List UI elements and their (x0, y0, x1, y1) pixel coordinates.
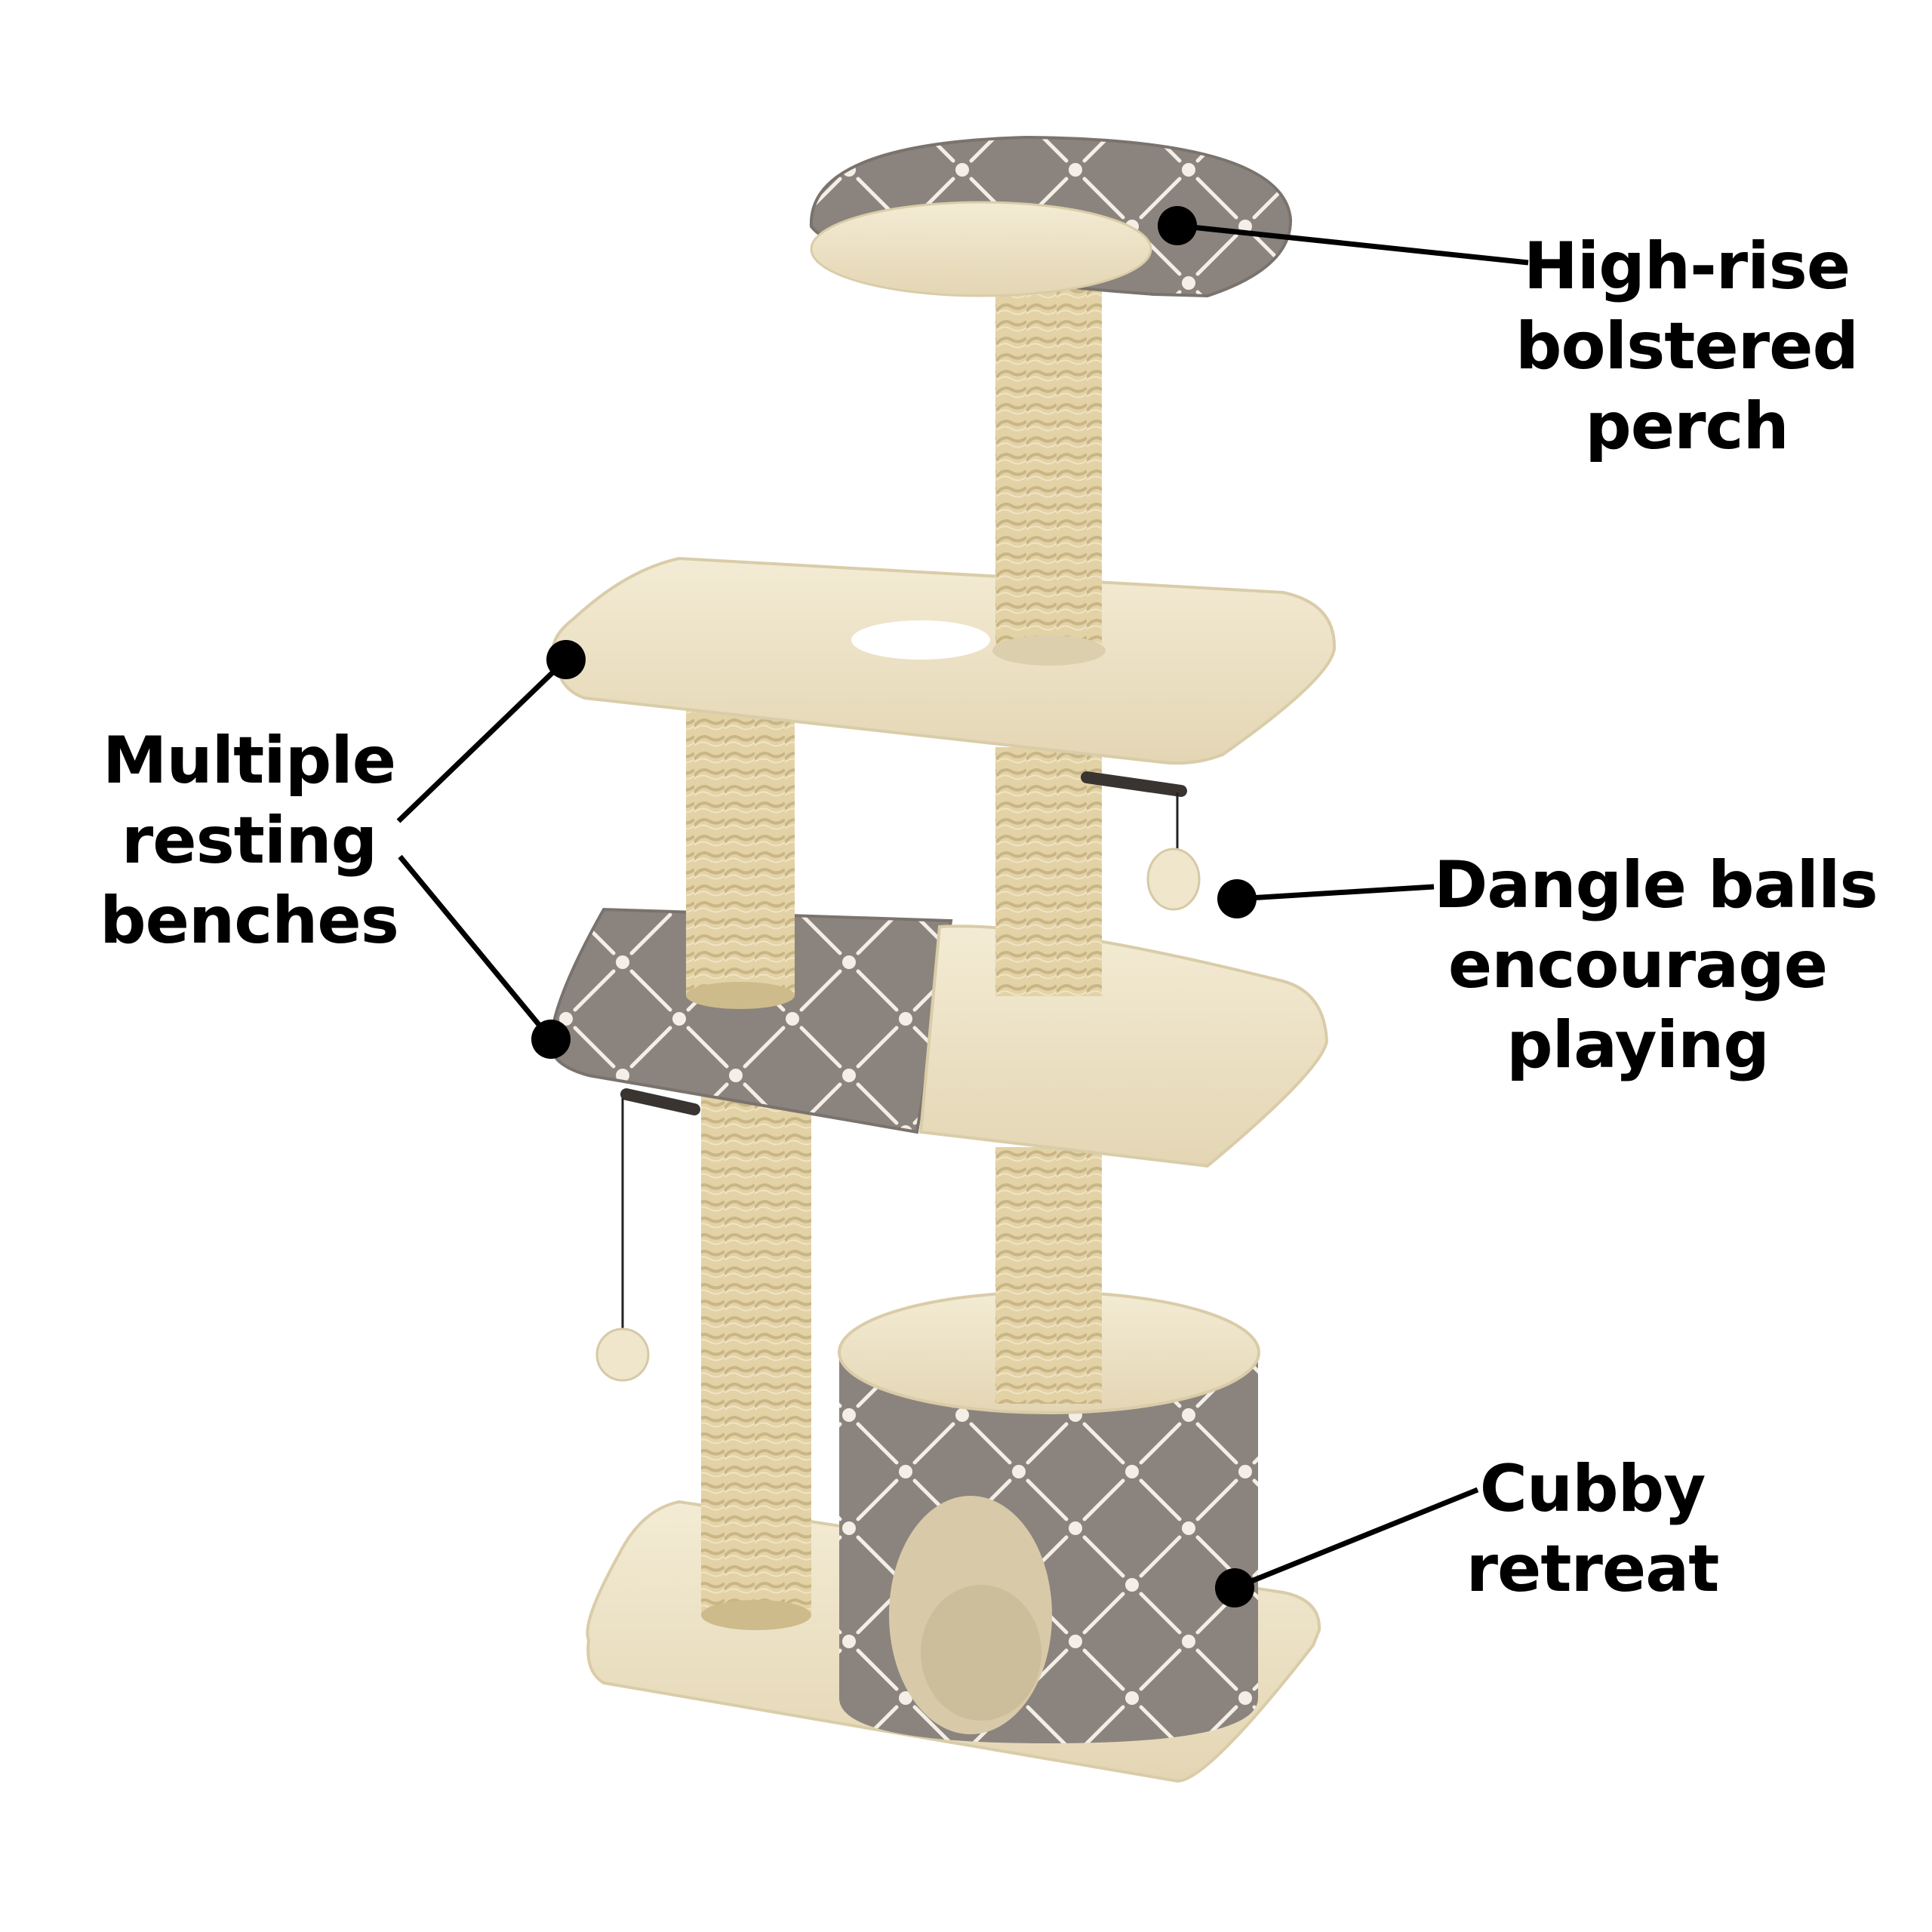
post-top (992, 287, 1106, 666)
callout-perch-line-1: High-rise (1523, 229, 1850, 304)
callout-label-dangle: Dangle balls encourage playing (1434, 845, 1878, 1085)
callout-perch-line-2: bolstered (1515, 309, 1859, 384)
callout-benches-line-3: benches (100, 883, 399, 958)
bench-lower (549, 907, 1329, 1168)
callout-perch-pointer (1158, 206, 1529, 266)
callout-benches-line-2: resting (121, 803, 377, 878)
callout-dangle-pointer (1217, 879, 1435, 918)
cubby-retreat (838, 1291, 1260, 1743)
post-middle-left (686, 695, 795, 1009)
dangle-ball-left (595, 1088, 700, 1382)
callout-label-benches: Multiple resting benches (83, 721, 415, 961)
callout-dangle-line-2: encourage (1447, 928, 1828, 1003)
post-right-lower (995, 1147, 1102, 1404)
bench-upper (551, 556, 1337, 765)
callout-dangle-line-3: playing (1506, 1008, 1770, 1083)
post-right-middle (995, 747, 1102, 996)
dangle-ball-right (1081, 771, 1201, 911)
callout-cubby-pointer (1215, 1487, 1479, 1607)
callout-benches-line-1: Multiple (102, 723, 396, 798)
callout-benches-pointer (396, 640, 586, 1059)
callout-cubby-line-1: Cubby (1479, 1451, 1706, 1527)
callout-cubby-line-2: retreat (1466, 1531, 1720, 1607)
callout-label-perch: High-rise bolstered perch (1509, 226, 1864, 466)
callout-label-cubby: Cubby retreat (1457, 1449, 1728, 1609)
callout-perch-line-3: perch (1585, 389, 1789, 464)
bolstered-perch (809, 135, 1293, 298)
bench-hole (851, 620, 990, 660)
post-lower-left (701, 1072, 811, 1630)
callout-dangle-line-1: Dangle balls (1434, 848, 1878, 923)
